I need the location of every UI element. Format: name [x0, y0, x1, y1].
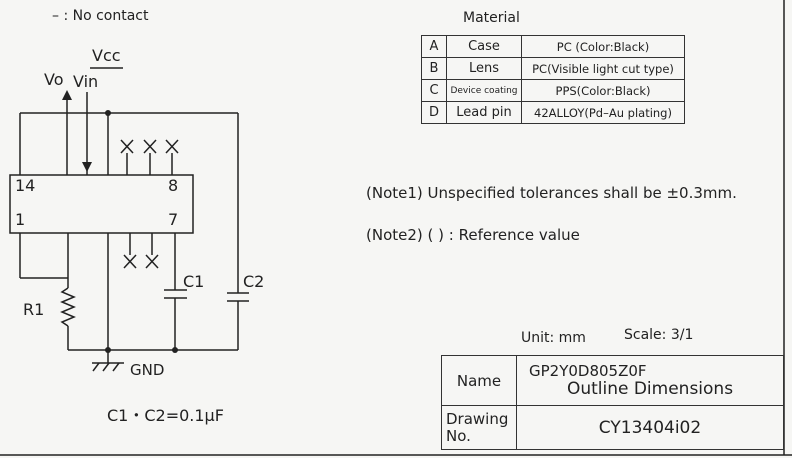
gnd-label: GND	[130, 361, 165, 379]
drawing-label-line2: No.	[446, 426, 471, 445]
name-label: Name	[441, 355, 517, 406]
note-2: (Note2) ( ) : Reference value	[366, 226, 580, 244]
drawing-no-value: CY13404i02	[516, 405, 784, 450]
vin-arrow-down	[82, 162, 92, 172]
junction-dot-gnd	[105, 347, 111, 353]
table-row: D Lead pin 42ALLOY(Pd–Au plating)	[421, 101, 685, 124]
drawing-no-label: Drawing No.	[441, 405, 517, 450]
material-id: D	[421, 101, 447, 124]
vcc-label: Vcc	[92, 46, 121, 65]
material-spec: 42ALLOY(Pd–Au plating)	[521, 101, 685, 124]
vo-label: Vo	[44, 70, 64, 89]
material-table: A Case PC (Color:Black) B Lens PC(Visibl…	[421, 35, 685, 124]
ground-hatch-2	[102, 362, 110, 372]
r1-label: R1	[23, 300, 45, 319]
c2-label: C2	[243, 272, 265, 291]
drawing-label-line1: Drawing	[446, 409, 509, 428]
material-part: Lens	[446, 57, 522, 80]
table-row: Name GP2Y0D805Z0F Outline Dimensions	[441, 355, 784, 406]
c1-label: C1	[183, 272, 205, 291]
ground-hatch-3	[112, 362, 120, 372]
material-id: C	[421, 79, 447, 102]
vo-arrow-up	[62, 90, 72, 100]
pin-14-label: 14	[15, 176, 36, 195]
name-value: GP2Y0D805Z0F Outline Dimensions	[516, 355, 784, 406]
title-block: Name GP2Y0D805Z0F Outline Dimensions Dra…	[441, 355, 784, 450]
table-row: C Device coating PPS(Color:Black)	[421, 79, 685, 102]
drawing-title: Outline Dimensions	[566, 378, 734, 399]
table-row: Drawing No. CY13404i02	[441, 405, 784, 450]
table-row: B Lens PC(Visible light cut type)	[421, 57, 685, 80]
pin-1-label: 1	[15, 210, 26, 229]
scale-label: Scale: 3/1	[624, 327, 694, 343]
pin-8-label: 8	[168, 176, 179, 195]
material-title: Material	[463, 10, 520, 26]
no-contact-legend: – : No contact	[52, 8, 149, 24]
material-spec: PPS(Color:Black)	[521, 79, 685, 102]
ic-body	[9, 174, 194, 234]
part-number: GP2Y0D805Z0F	[529, 361, 647, 380]
capacitor-value: C1・C2=0.1μF	[107, 406, 224, 425]
material-part: Device coating	[446, 79, 522, 102]
ground-hatch-1	[92, 362, 100, 372]
pin-7-label: 7	[168, 210, 179, 229]
material-part: Lead pin	[446, 101, 522, 124]
vin-label: Vin	[73, 72, 99, 91]
r1-resistor	[60, 287, 76, 327]
note-1: (Note1) Unspecified tolerances shall be …	[366, 184, 737, 202]
junction-dot-vcc	[105, 110, 111, 116]
material-id: B	[421, 57, 447, 80]
material-part: Case	[446, 35, 522, 58]
junction-dot-c1	[172, 347, 178, 353]
nc-x-marks	[120, 139, 179, 269]
table-row: A Case PC (Color:Black)	[421, 35, 685, 58]
material-id: A	[421, 35, 447, 58]
unit-label: Unit: mm	[521, 330, 586, 346]
material-spec: PC (Color:Black)	[521, 35, 685, 58]
material-spec: PC(Visible light cut type)	[521, 57, 685, 80]
